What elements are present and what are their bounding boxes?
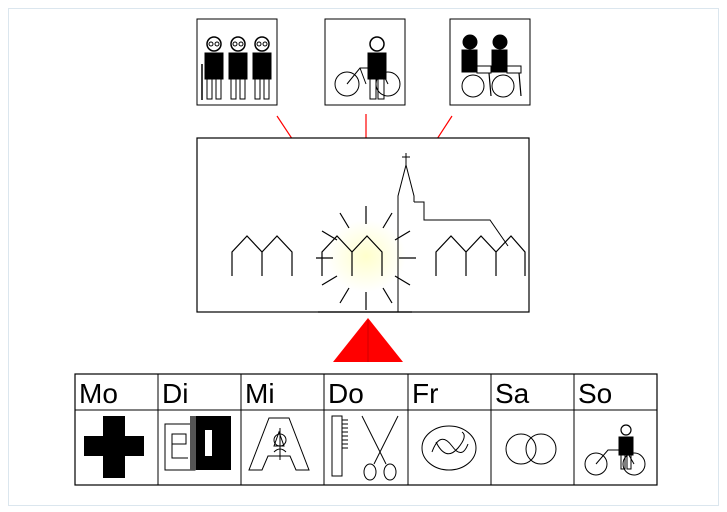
ec-card-icon [164,416,231,471]
page-frame [8,8,719,506]
cross-icon [84,416,144,478]
church-icon [397,153,509,312]
pretzel-icon [421,425,477,471]
day-label-sa: Sa [495,378,530,409]
day-label-do: Do [328,378,364,409]
week-table [74,373,658,486]
pharmacy-icon [248,417,310,471]
center-panel [196,137,530,313]
elderly-group-icon [196,18,278,106]
day-label-so: So [578,378,613,409]
left-houses [231,235,293,276]
right-houses [435,235,526,276]
day-label-mi: Mi [245,378,275,409]
day-label-di: Di [162,378,189,409]
glowing-house-icon [321,235,383,276]
day-label-mo: Mo [79,378,118,409]
wedding-rings-icon [505,433,557,465]
person-with-bicycle-icon [324,18,406,106]
day-label-fr: Fr [412,378,439,409]
comb-scissors-icon [331,415,399,481]
glow [326,220,406,292]
wheelchair-users-icon [449,18,531,106]
person-with-bicycle-icon [584,424,646,476]
